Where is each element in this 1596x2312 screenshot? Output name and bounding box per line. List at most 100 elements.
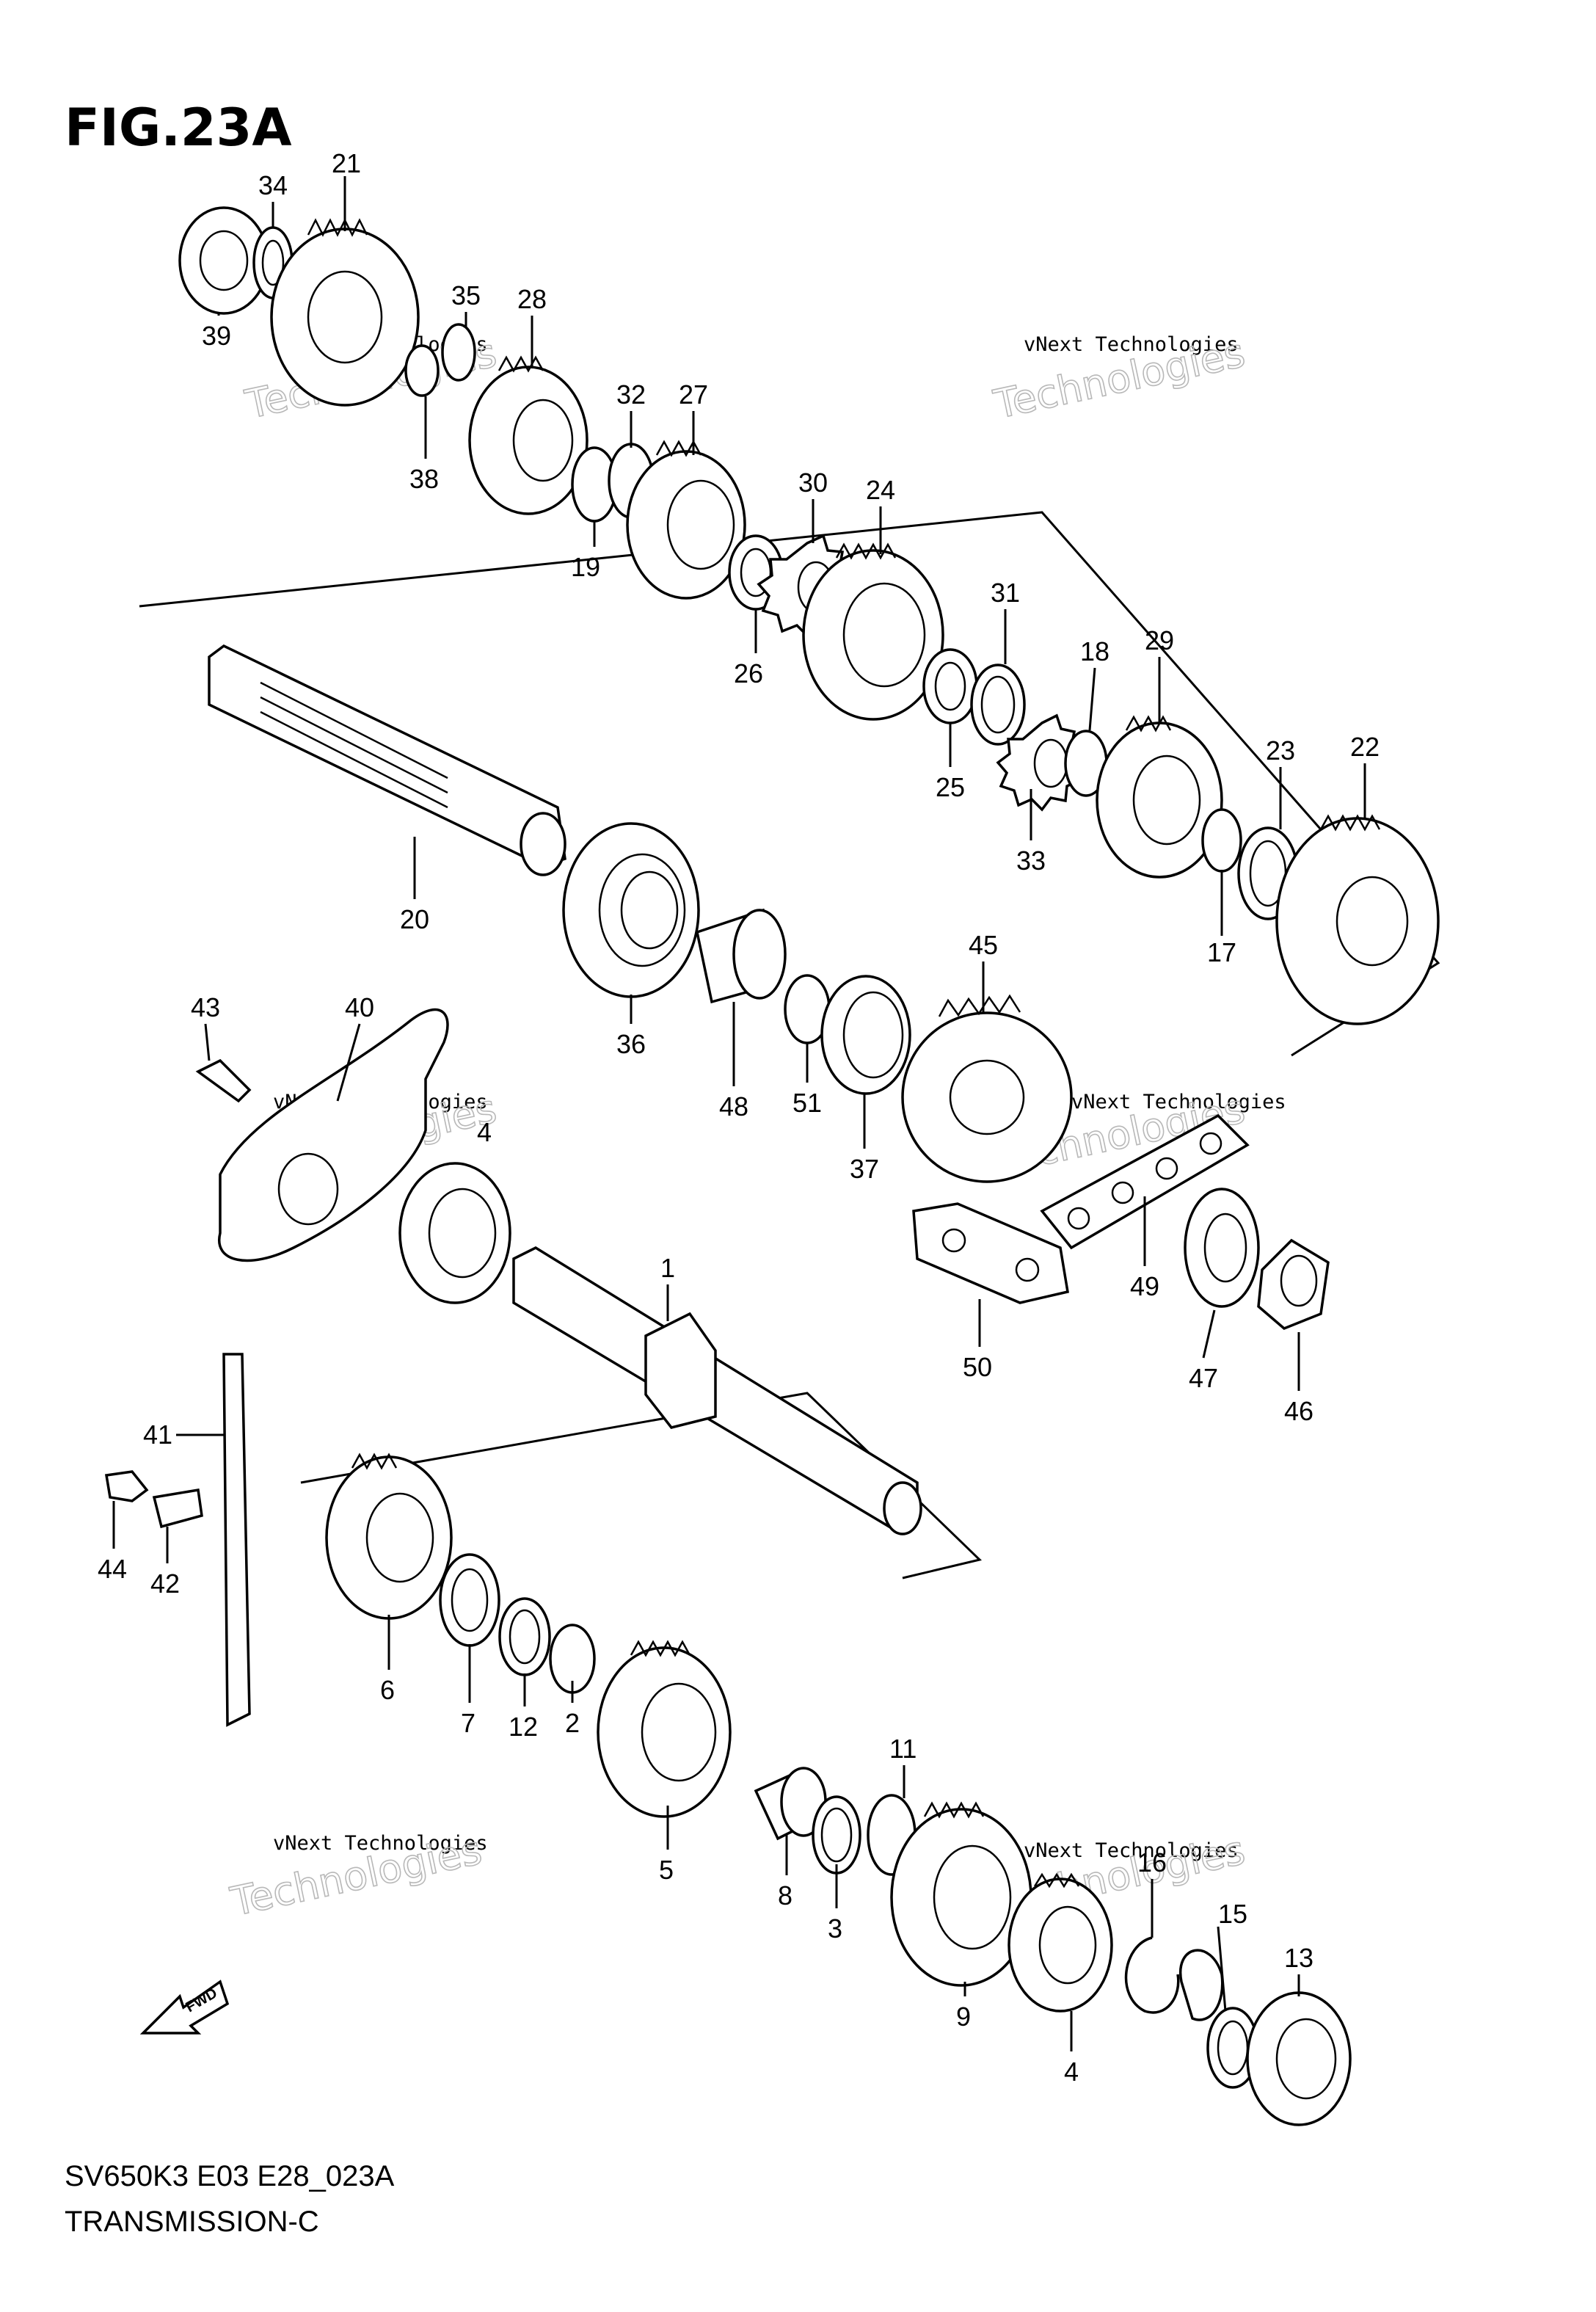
callout-18: 18 (1080, 636, 1109, 666)
part-10-washer (1178, 1949, 1224, 2021)
part-3-washer (812, 1795, 861, 1875)
callout-26: 26 (734, 658, 763, 688)
part-12-washer (498, 1597, 551, 1676)
callout-5: 5 (659, 1855, 674, 1885)
callout-22: 22 (1350, 732, 1380, 762)
callout-37: 37 (850, 1154, 879, 1184)
part-48-collar (695, 908, 787, 1004)
part-22-gear (1275, 814, 1440, 1025)
part-35-washer (441, 323, 476, 382)
callout-35: 35 (451, 280, 481, 310)
part-14-bearing (398, 1162, 511, 1304)
part-42-clip (152, 1488, 203, 1529)
part-44-bolt (104, 1470, 149, 1502)
callout-41: 41 (143, 1419, 172, 1450)
callout-31: 31 (991, 578, 1020, 608)
part-37-oil-seal (820, 975, 911, 1095)
callout-32: 32 (616, 379, 646, 410)
leader-lines (112, 176, 1366, 2051)
callout-15: 15 (1218, 1899, 1247, 1929)
callout-2: 2 (565, 1708, 580, 1738)
part-47-washer (1184, 1188, 1260, 1308)
part-4-gear (1007, 1872, 1113, 2013)
part-13-bearing (1246, 1991, 1352, 2126)
part-46-nut (1257, 1238, 1330, 1331)
callout-3: 3 (828, 1913, 842, 1944)
part-17-circlip (1201, 808, 1242, 873)
callout-27: 27 (679, 379, 708, 410)
part-1-driveshaft (512, 1246, 922, 1535)
callout-46: 46 (1284, 1396, 1313, 1426)
callout-14: 4 (477, 1117, 492, 1147)
callout-17: 17 (1207, 937, 1236, 967)
callout-20: 20 (400, 904, 429, 934)
part-36-bearing (562, 822, 700, 998)
callout-13: 13 (1284, 1943, 1313, 1973)
callout-25: 25 (936, 772, 965, 802)
callout-1: 1 (660, 1253, 675, 1283)
part-50-chain-joint (912, 1202, 1069, 1304)
callout-42: 42 (150, 1568, 180, 1599)
part-16-circlip (1124, 1936, 1180, 2014)
fwd-arrow-icon: FWD (139, 1980, 230, 2035)
lower-gear-train (325, 1453, 1352, 2126)
part-27-gear (626, 440, 746, 600)
callout-labels: 1 2 3 4 5 6 7 8 9 11 12 13 4 15 16 17 18… (98, 148, 1380, 2087)
part-43-bolt (195, 1058, 252, 1103)
part-20-countershaft (208, 644, 566, 876)
callout-16: 16 (1137, 1847, 1167, 1877)
figure-title: FIG.23A (65, 98, 292, 158)
callout-23: 23 (1266, 735, 1295, 766)
watermark-text: vNext Technologies (273, 1832, 488, 1855)
callout-44: 44 (98, 1554, 127, 1584)
callout-19: 19 (571, 552, 600, 582)
part-9-gear (890, 1801, 1032, 1987)
callout-45: 45 (969, 930, 998, 960)
callout-39: 39 (202, 321, 231, 351)
part-45-sprocket (901, 994, 1073, 1183)
callout-48: 48 (719, 1091, 748, 1122)
callout-30: 30 (798, 468, 828, 498)
figure-code: SV650K3 E03 E28_023A (65, 2160, 395, 2192)
part-49-chain (1040, 1113, 1250, 1250)
callout-7: 7 (461, 1708, 475, 1738)
part-25-needle-bearing (922, 648, 978, 724)
callout-38: 38 (409, 464, 439, 494)
callout-29: 29 (1145, 625, 1174, 655)
callout-21: 21 (332, 148, 361, 178)
callout-49: 49 (1130, 1271, 1159, 1301)
part-29-gear (1096, 715, 1223, 879)
callout-36: 36 (616, 1029, 646, 1059)
upper-gear-train (178, 206, 1440, 1025)
watermark-text: vNext Technologies (1024, 1839, 1239, 1862)
callout-40: 40 (345, 992, 374, 1022)
callout-43: 43 (191, 992, 220, 1022)
callout-12: 12 (509, 1712, 538, 1742)
part-28-gear (468, 355, 589, 515)
part-31-washer (970, 664, 1026, 746)
callout-51: 51 (792, 1088, 822, 1118)
part-38-bushing (404, 344, 440, 397)
callout-24: 24 (866, 475, 895, 505)
callout-11: 11 (889, 1734, 917, 1764)
part-5-gear (597, 1640, 732, 1818)
callout-8: 8 (778, 1880, 792, 1911)
callout-9: 9 (956, 2002, 971, 2032)
callout-34: 34 (258, 170, 288, 200)
part-7-bushing (439, 1553, 500, 1647)
watermark-text: vNext Technologies (1071, 1091, 1286, 1113)
callout-50: 50 (963, 1352, 992, 1382)
callout-47: 47 (1189, 1363, 1218, 1393)
part-40-plate (217, 1008, 449, 1262)
callout-28: 28 (517, 284, 547, 314)
callout-4: 4 (1064, 2057, 1079, 2087)
watermark-text: vNext Technologies (1024, 333, 1239, 356)
figure-name: TRANSMISSION-C (65, 2206, 319, 2238)
part-6-gear (325, 1453, 453, 1620)
part-41-shift-rod (222, 1353, 251, 1727)
callout-6: 6 (380, 1675, 395, 1705)
part-24-gear (802, 542, 944, 721)
part-21-gear (270, 218, 420, 407)
callout-33: 33 (1016, 846, 1046, 876)
